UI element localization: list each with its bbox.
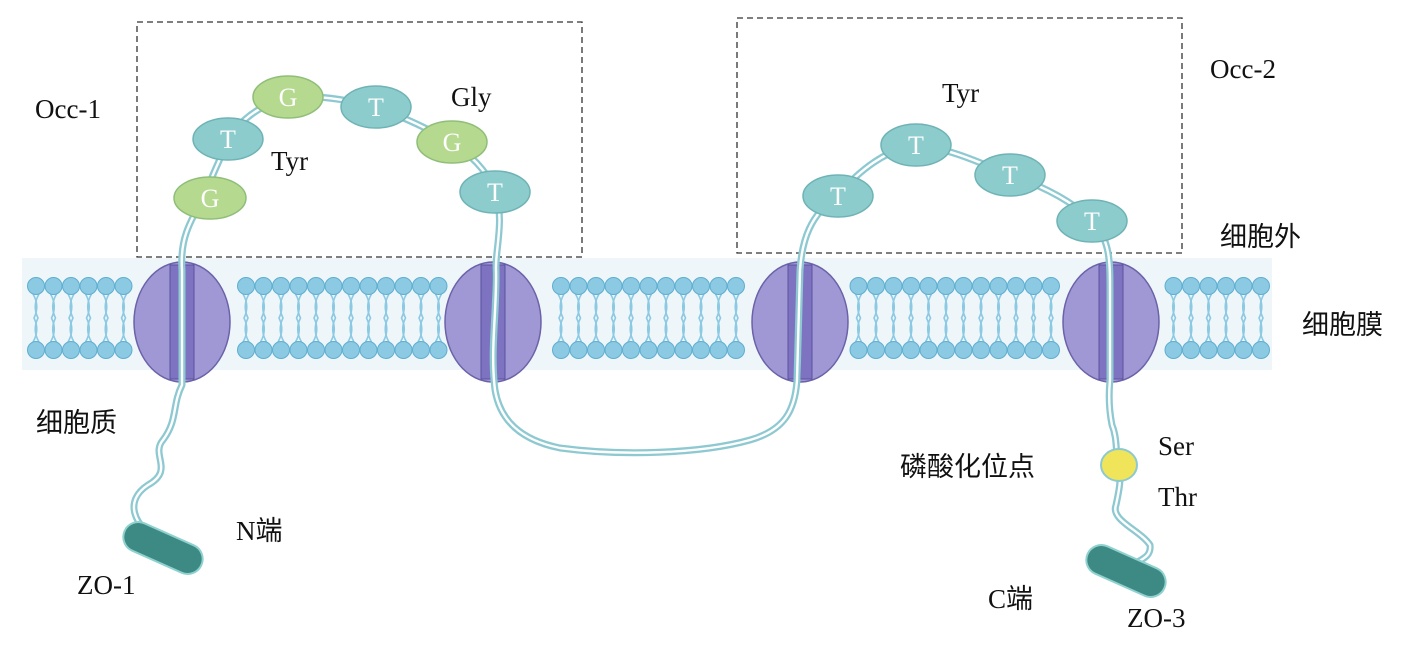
lipid-molecule xyxy=(394,277,413,359)
gly-label: Gly xyxy=(451,82,492,112)
lipid-molecule xyxy=(1234,277,1253,359)
zo3-protein xyxy=(1085,544,1167,598)
occ1-label: Occ-1 xyxy=(35,94,101,124)
occ2-label: Occ-2 xyxy=(1210,54,1276,84)
tyr-label-left: Tyr xyxy=(271,146,308,176)
svg-text:G: G xyxy=(443,128,462,157)
svg-text:T: T xyxy=(368,93,384,122)
svg-text:T: T xyxy=(220,125,236,154)
svg-text:G: G xyxy=(201,184,220,213)
residue-tyr: T xyxy=(192,117,264,161)
svg-text:G: G xyxy=(279,83,298,112)
lipid-molecule xyxy=(27,277,45,359)
occ1-loop-box xyxy=(136,21,583,258)
lipid-molecule xyxy=(377,277,395,359)
lipid-molecule xyxy=(989,277,1008,359)
occ2-loop-box xyxy=(736,17,1183,254)
lipid-molecule xyxy=(587,277,605,359)
lipid-molecule xyxy=(289,277,308,359)
thr-label: Thr xyxy=(1158,482,1197,512)
occ2-residues: T T T T xyxy=(802,123,1128,243)
zo1-label: ZO-1 xyxy=(77,570,135,600)
zo3-label: ZO-3 xyxy=(1127,603,1185,633)
residue-tyr: T xyxy=(459,170,531,214)
lipid-molecule xyxy=(1024,277,1043,359)
lipid-molecule xyxy=(972,277,990,359)
lipid-molecule xyxy=(937,277,955,359)
lipid-molecule xyxy=(237,277,255,359)
lipid-molecule xyxy=(692,277,710,359)
lipid-molecule xyxy=(867,277,885,359)
lipid-molecule xyxy=(674,277,693,359)
svg-text:T: T xyxy=(1084,207,1100,236)
residue-gly: G xyxy=(252,75,324,119)
phosphorylation-site-marker xyxy=(1100,448,1138,482)
residue-gly: G xyxy=(173,176,247,220)
occ1-residues: G T G T G T xyxy=(173,75,531,220)
membrane-label: 细胞膜 xyxy=(1302,310,1383,340)
residue-gly: G xyxy=(416,120,488,164)
lipid-molecule xyxy=(342,277,360,359)
svg-text:T: T xyxy=(908,131,924,160)
n-terminus-label: N端 xyxy=(236,516,283,546)
lipid-molecule xyxy=(639,277,658,359)
lipid-molecule xyxy=(902,277,920,359)
lipid-bilayer xyxy=(22,258,1272,383)
lipid-molecule xyxy=(849,277,868,359)
residue-tyr: T xyxy=(802,174,874,218)
c-terminus-label: C端 xyxy=(988,584,1033,614)
lipid-molecule xyxy=(727,277,745,359)
lipid-molecule xyxy=(359,277,378,359)
cytoplasm-label: 细胞质 xyxy=(36,408,117,438)
svg-text:T: T xyxy=(487,178,503,207)
lipid-molecule xyxy=(1007,277,1025,359)
lipid-molecule xyxy=(324,277,343,359)
extracellular-label: 细胞外 xyxy=(1220,222,1301,252)
lipid-molecule xyxy=(552,277,570,359)
residue-tyr: T xyxy=(974,153,1046,197)
lipid-molecule xyxy=(44,277,63,359)
residue-tyr: T xyxy=(340,85,412,129)
residue-tyr: T xyxy=(880,123,952,167)
lipid-molecule xyxy=(919,277,938,359)
phosphorylation-site-label: 磷酸化位点 xyxy=(900,452,1035,482)
svg-text:T: T xyxy=(1002,161,1018,190)
lipid-molecule xyxy=(1217,277,1235,359)
ser-label: Ser xyxy=(1158,431,1194,461)
lipid-molecule xyxy=(569,277,588,359)
lipid-molecule xyxy=(254,277,273,359)
lipid-molecule xyxy=(114,277,133,359)
lipid-molecule xyxy=(79,277,98,359)
lipid-molecule xyxy=(307,277,325,359)
tyr-label-right: Tyr xyxy=(942,78,979,108)
residue-tyr: T xyxy=(1056,199,1128,243)
lipid-molecule xyxy=(1042,277,1060,359)
lipid-molecule xyxy=(1252,277,1270,359)
zo1-protein xyxy=(122,521,204,575)
lipid-molecule xyxy=(429,277,448,359)
lipid-molecule xyxy=(1199,277,1218,359)
svg-text:T: T xyxy=(830,182,846,211)
lipid-molecule xyxy=(1164,277,1183,359)
